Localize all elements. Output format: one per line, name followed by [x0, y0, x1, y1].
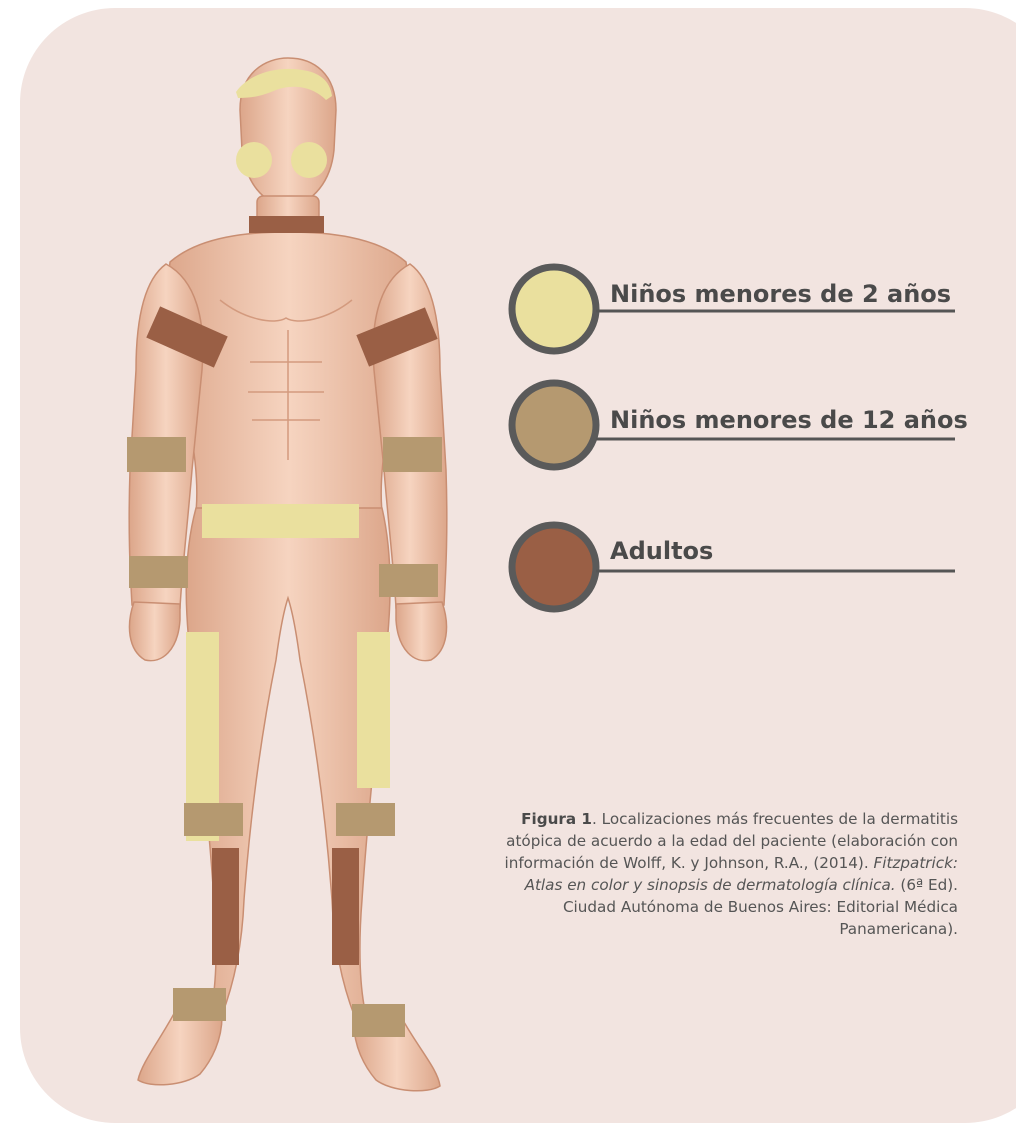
left-foot [138, 1010, 222, 1085]
region-ankles-2 [352, 1004, 405, 1037]
legend-circle-adults [512, 525, 596, 609]
region-cheeks-1 [236, 142, 272, 178]
region-thighs-2 [357, 632, 390, 788]
figure-caption: Figura 1. Localizaciones más frecuentes … [495, 808, 958, 940]
legend-lines [596, 311, 955, 571]
legend-circle-under-2 [512, 267, 596, 351]
region-wrists-2 [379, 564, 438, 597]
region-elbow-folds-2 [383, 437, 442, 472]
region-ankles-1 [173, 988, 226, 1021]
region-knee-folds-2 [336, 803, 395, 836]
figure-label: Figura 1 [521, 810, 592, 828]
region-shins-1 [212, 848, 239, 965]
region-diaper-area-1 [202, 504, 359, 538]
region-elbow-folds-1 [127, 437, 186, 472]
legend-label-under-12: Niños menores de 12 años [610, 406, 968, 434]
right-hand [396, 602, 447, 661]
region-wrists-1 [129, 556, 188, 588]
legend-label-under-2: Niños menores de 2 años [610, 280, 951, 308]
legend-circle-under-12 [512, 383, 596, 467]
region-shins-2 [332, 848, 359, 965]
region-neck-1 [249, 216, 324, 233]
left-hand [129, 602, 180, 661]
legend-label-adults: Adultos [610, 537, 713, 565]
region-knee-folds-1 [184, 803, 243, 836]
legend-circles [512, 267, 596, 609]
region-cheeks-2 [291, 142, 327, 178]
